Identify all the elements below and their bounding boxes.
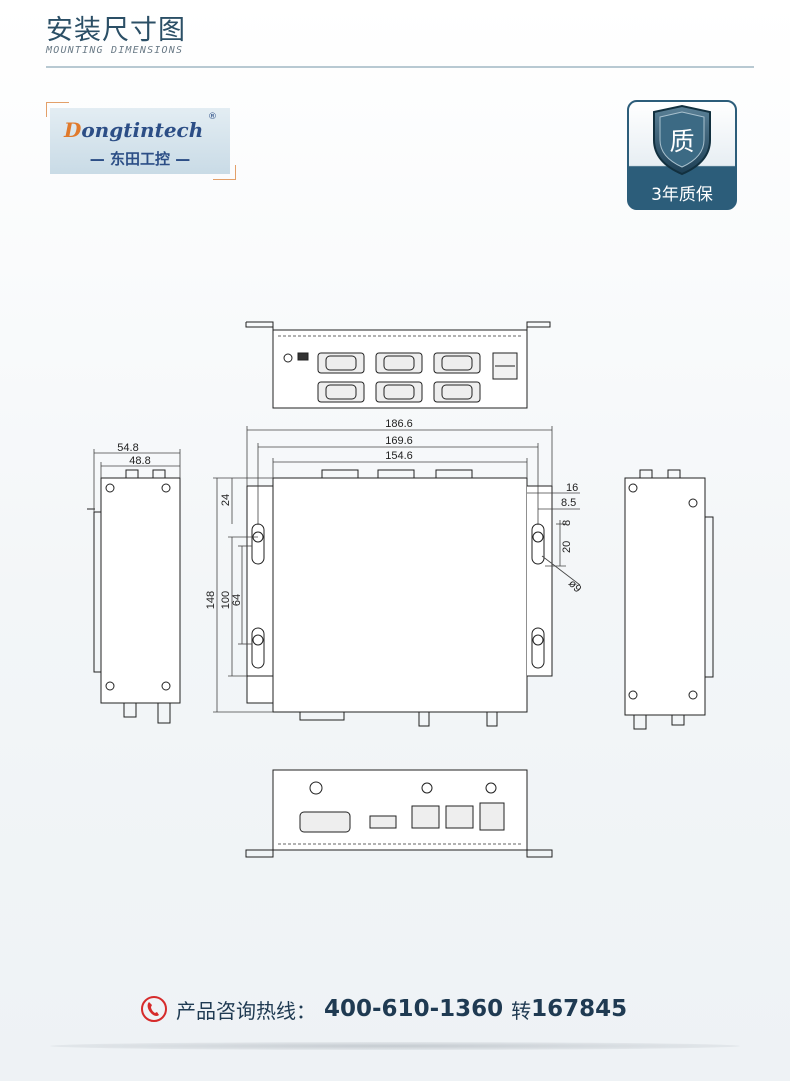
dim-height-slot: 64 <box>231 594 243 606</box>
phone-icon <box>141 996 167 1022</box>
usb-ports-front <box>479 802 505 831</box>
logo-corner-top-left <box>46 102 69 117</box>
hotline-ext-label: 转 <box>511 998 532 1023</box>
quality-shield-icon: 质 <box>653 104 711 176</box>
hotline-label: 产品咨询热线： <box>176 998 316 1023</box>
ground-screw <box>283 353 293 363</box>
dim-top-offset: 24 <box>220 494 232 506</box>
header-divider <box>46 66 754 68</box>
dimension-labels: 186.6 169.6 154.6 54.8 48.8 148 24 100 6… <box>117 418 583 609</box>
logo-chinese-name: — 东田工控 — <box>89 150 191 168</box>
dim-hole-diameter: ø9 <box>566 578 584 596</box>
brand-logo: Dongtintech ® — 东田工控 — <box>46 102 236 180</box>
dim-width-holes: 169.6 <box>385 435 413 447</box>
hotline-ext: 167845 <box>531 996 628 1022</box>
dim-slot-length: 20 <box>561 541 573 553</box>
bottom-view <box>245 769 553 858</box>
warranty-badge: 质 3年质保 <box>627 100 737 210</box>
dim-ear-offset: 8.5 <box>561 497 576 509</box>
lan-port-2 <box>445 805 474 829</box>
page-title: 安装尺寸图 <box>46 15 186 46</box>
dimension-lines <box>93 426 581 713</box>
logo-corner-bottom-right <box>213 165 236 180</box>
footer-shadow <box>50 1042 740 1050</box>
right-side-view <box>624 469 714 730</box>
badge-glyph: 质 <box>669 127 694 156</box>
warranty-label: 3年质保 <box>651 185 713 205</box>
dim-slot-width: 8 <box>561 520 573 526</box>
dim-height-holes: 100 <box>220 591 232 609</box>
vga-port <box>299 811 351 833</box>
serial-ports <box>317 352 481 403</box>
lan-port-1 <box>411 805 440 829</box>
dim-width-body: 154.6 <box>385 450 413 462</box>
front-view <box>246 469 553 727</box>
page-subtitle: MOUNTING DIMENSIONS <box>46 45 184 56</box>
dim-width-overall: 186.6 <box>385 418 413 430</box>
dim-ear-width: 16 <box>566 482 578 494</box>
top-view <box>245 321 551 409</box>
logo-wordmark: Dongtintech <box>64 118 204 142</box>
hdmi-port <box>369 815 397 829</box>
dim-height-overall: 148 <box>205 591 217 609</box>
dim-depth-overall: 54.8 <box>117 442 138 454</box>
dim-depth-body: 48.8 <box>129 455 150 467</box>
logo-registered-mark: ® <box>208 112 217 122</box>
power-jack <box>297 352 309 361</box>
left-side-view <box>87 469 181 724</box>
hotline-number: 400-610-1360 <box>324 996 504 1022</box>
